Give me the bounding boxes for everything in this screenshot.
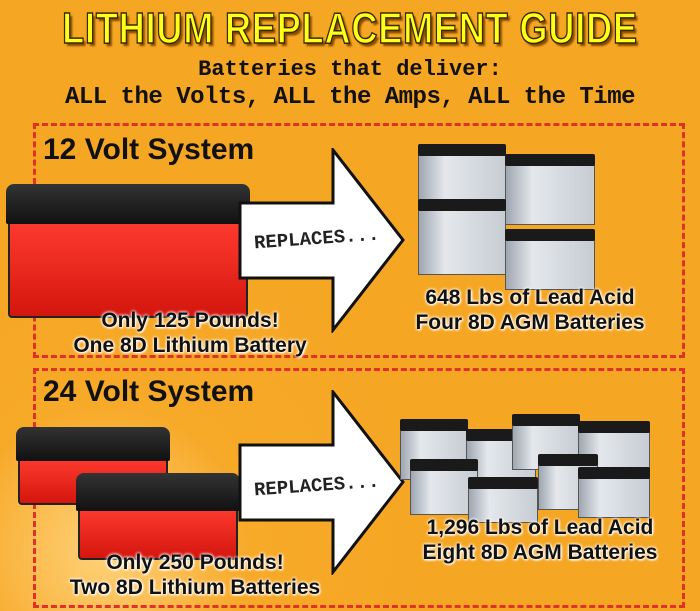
lithium-desc: One 8D Lithium Battery bbox=[73, 334, 307, 357]
subtitle-line-1: Batteries that deliver: bbox=[198, 57, 502, 82]
page-title: LITHIUM REPLACEMENT GUIDE bbox=[62, 3, 638, 54]
lithium-battery-image bbox=[6, 184, 250, 318]
agm-battery-image bbox=[468, 477, 538, 523]
agm-battery-image bbox=[418, 199, 506, 275]
lithium-caption-12v: Only 125 Pounds!One 8D Lithium Battery bbox=[20, 308, 360, 358]
arrow-icon bbox=[238, 148, 405, 333]
lead-weight: 1,296 Lbs of Lead Acid bbox=[426, 516, 654, 539]
system-label-12v: 12 Volt System bbox=[43, 133, 255, 166]
lithium-caption-24v: Only 250 Pounds!Two 8D Lithium Batteries bbox=[20, 550, 370, 600]
lead-desc: Four 8D AGM Batteries bbox=[415, 311, 645, 334]
lithium-desc: Two 8D Lithium Batteries bbox=[69, 576, 321, 599]
lead-desc: Eight 8D AGM Batteries bbox=[422, 541, 658, 564]
subtitle-line-2: ALL the Volts, ALL the Amps, ALL the Tim… bbox=[65, 84, 636, 111]
lead-weight: 648 Lbs of Lead Acid bbox=[425, 286, 635, 309]
lithium-weight: Only 125 Pounds! bbox=[101, 309, 279, 332]
agm-battery-image bbox=[578, 467, 650, 518]
arrow-icon bbox=[238, 390, 405, 575]
agm-battery-image bbox=[505, 154, 595, 225]
agm-battery-image bbox=[410, 459, 478, 515]
system-label-24v: 24 Volt System bbox=[43, 375, 255, 408]
lithium-battery-image bbox=[76, 473, 240, 560]
agm-battery-image bbox=[505, 229, 595, 290]
lithium-weight: Only 250 Pounds! bbox=[106, 551, 284, 574]
